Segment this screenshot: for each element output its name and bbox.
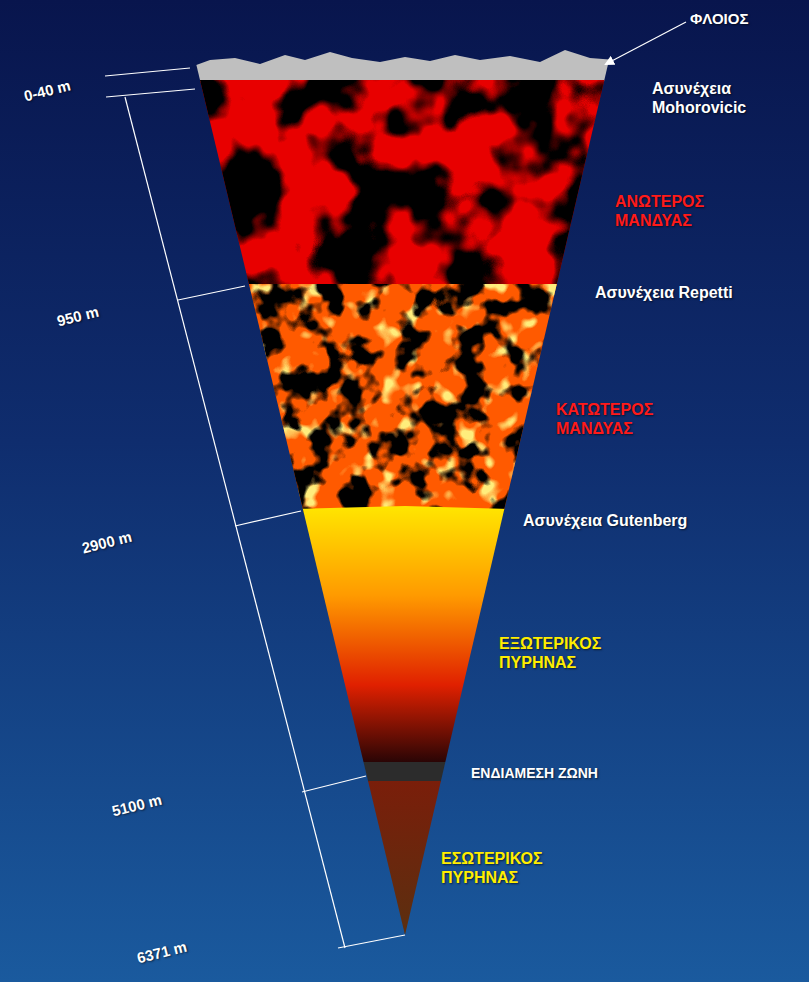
boundary-label: Ασυνέχεια Mohorovicic: [652, 79, 802, 117]
depth-label: 5100 m: [110, 791, 164, 821]
depth-label: 2900 m: [80, 528, 134, 558]
layer-label: ΦΛΟΙΟΣ: [690, 10, 800, 28]
layer-label: ΕΞΩΤΕΡΙΚΟΣ ΠΥΡΗΝΑΣ: [499, 634, 639, 672]
layer-label: ΑΝΩΤΕΡΟΣ ΜΑΝΔΥΑΣ: [615, 192, 755, 230]
depth-label: 0-40 m: [22, 77, 72, 106]
layer-label: ΕΝΔΙΑΜΕΣΗ ΖΩΝΗ: [471, 765, 671, 782]
layer-label: ΕΣΩΤΕΡΙΚΟΣ ΠΥΡΗΝΑΣ: [441, 849, 581, 887]
depth-label: 6371 m: [135, 938, 189, 968]
boundary-label: Ασυνέχεια Repetti: [595, 283, 805, 302]
boundary-label: Ασυνέχεια Gutenberg: [523, 511, 763, 530]
depth-label: 950 m: [55, 303, 101, 331]
layer-label: ΚΑΤΩΤΕΡΟΣ ΜΑΝΔΥΑΣ: [556, 400, 696, 438]
